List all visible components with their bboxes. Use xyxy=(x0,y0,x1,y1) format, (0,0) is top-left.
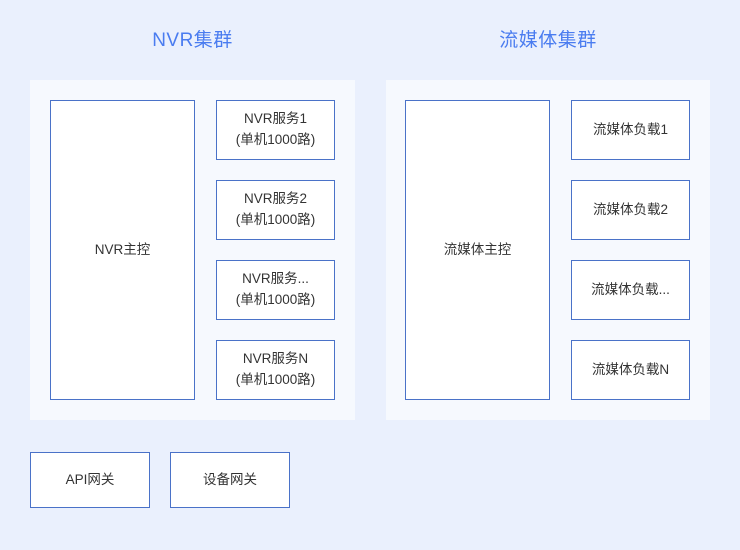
nvr-service-box-1-capacity: (单机1000路) xyxy=(235,132,316,147)
nvr-service-box-1-title: NVR服务1 xyxy=(243,111,307,127)
device-gateway-box[interactable]: 设备网关 xyxy=(170,452,290,508)
streaming-master-box[interactable]: 流媒体主控 xyxy=(405,100,550,400)
nvr-service-box-n-capacity: (单机1000路) xyxy=(235,372,316,387)
nvr-service-box-2-capacity: (单机1000路) xyxy=(235,212,316,227)
nvr-service-box-n-title: NVR服务N xyxy=(242,351,309,367)
nvr-service-box-ellipsis-capacity: (单机1000路) xyxy=(235,292,316,307)
device-gateway-label: 设备网关 xyxy=(203,471,257,487)
streaming-load-box-ellipsis-title: 流媒体负载... xyxy=(591,281,670,297)
streaming-load-box-2-title: 流媒体负载2 xyxy=(592,201,668,217)
cluster-title-nvr: NVR集群 xyxy=(152,30,233,51)
streaming-load-box-1[interactable]: 流媒体负载1 xyxy=(571,100,690,160)
api-gateway-label: API网关 xyxy=(65,471,115,487)
streaming-master-label: 流媒体主控 xyxy=(443,241,512,257)
nvr-service-box-2[interactable]: NVR服务2 (单机1000路) xyxy=(216,180,335,240)
streaming-load-box-1-title: 流媒体负载1 xyxy=(592,121,668,137)
nvr-service-box-ellipsis[interactable]: NVR服务... (单机1000路) xyxy=(216,260,335,320)
streaming-load-box-ellipsis[interactable]: 流媒体负载... xyxy=(571,260,690,320)
nvr-service-box-n[interactable]: NVR服务N (单机1000路) xyxy=(216,340,335,400)
nvr-service-box-2-title: NVR服务2 xyxy=(243,191,307,207)
api-gateway-box[interactable]: API网关 xyxy=(30,452,150,508)
streaming-load-box-n-title: 流媒体负载N xyxy=(591,361,670,377)
streaming-load-box-2[interactable]: 流媒体负载2 xyxy=(571,180,690,240)
nvr-master-label: NVR主控 xyxy=(94,241,151,257)
nvr-service-box-ellipsis-title: NVR服务... xyxy=(242,271,309,287)
nvr-master-box[interactable]: NVR主控 xyxy=(50,100,195,400)
streaming-load-box-n[interactable]: 流媒体负载N xyxy=(571,340,690,400)
nvr-service-box-1[interactable]: NVR服务1 (单机1000路) xyxy=(216,100,335,160)
cluster-title-streaming: 流媒体集群 xyxy=(499,30,597,51)
